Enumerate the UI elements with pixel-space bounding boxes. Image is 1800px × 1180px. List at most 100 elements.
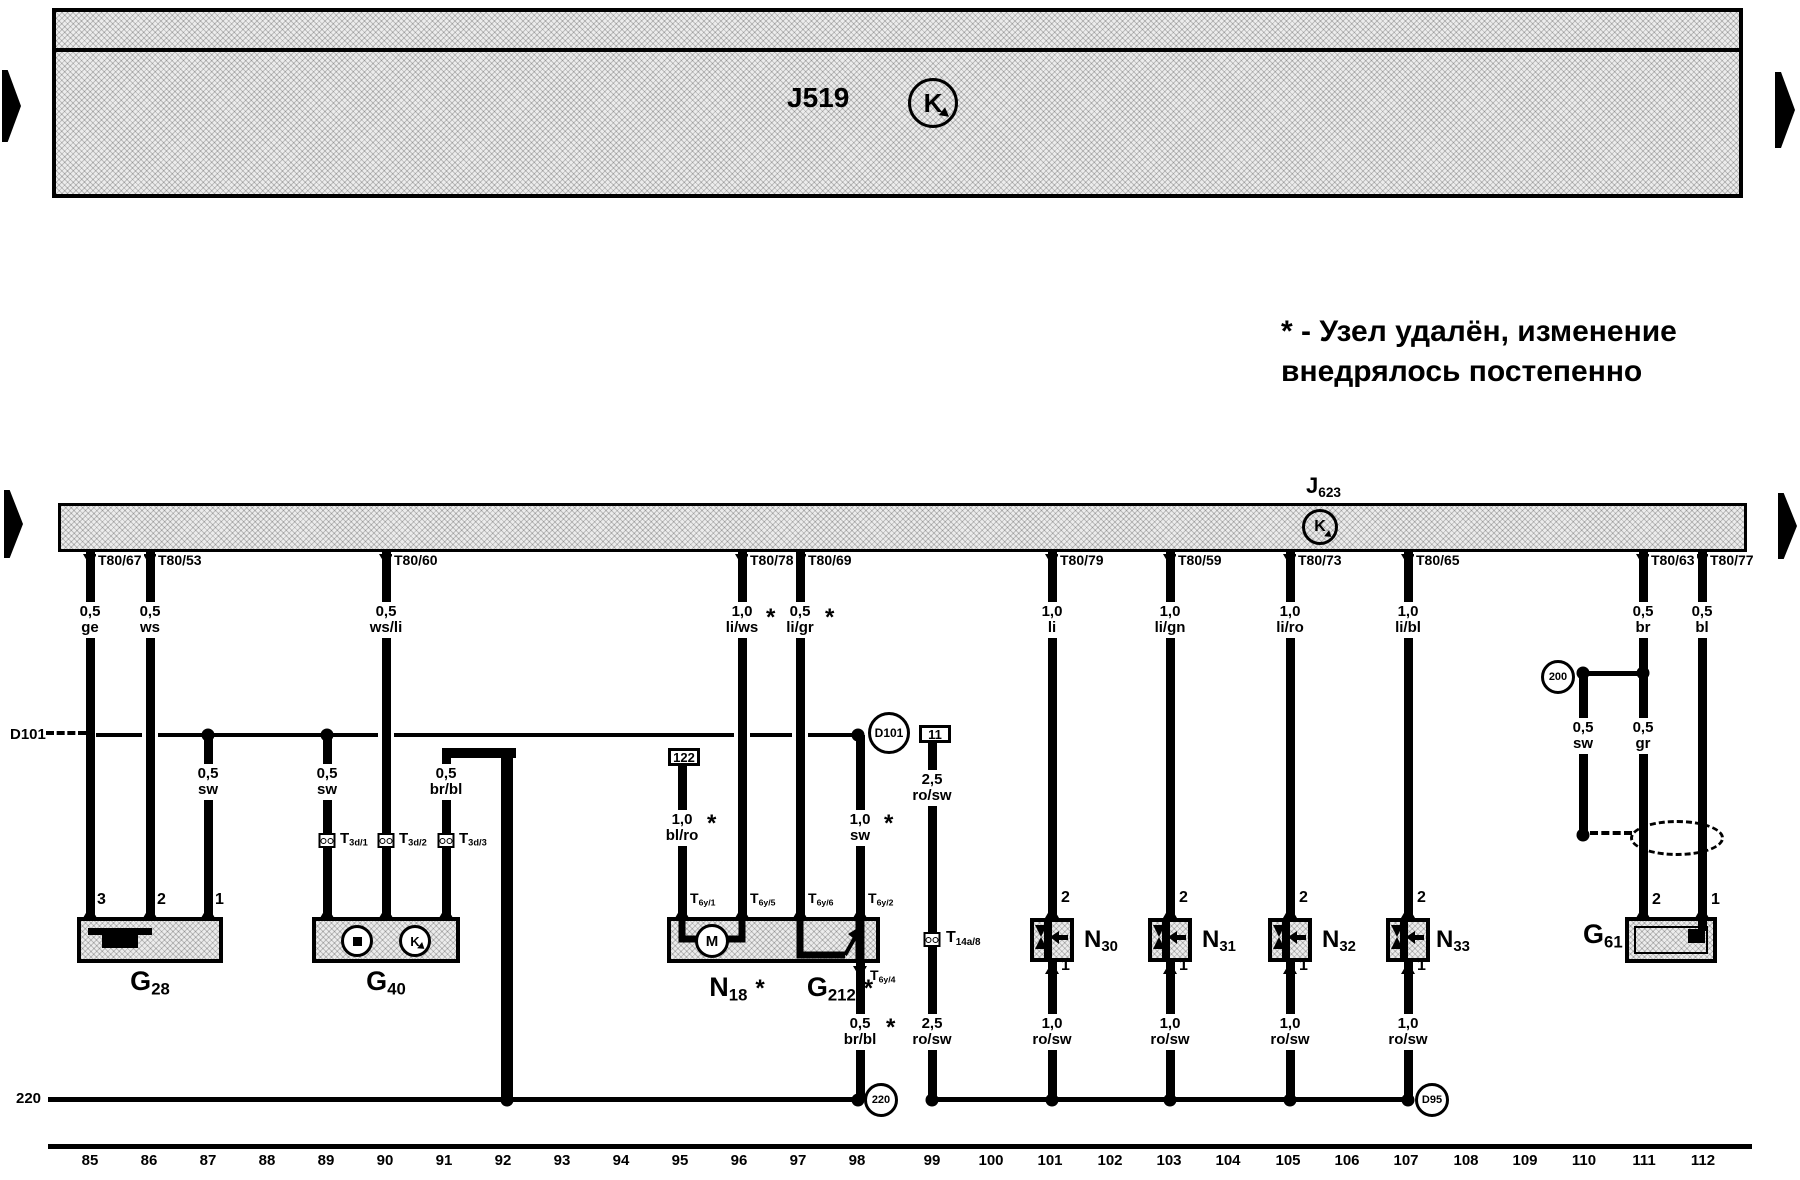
pin-number: 2	[1179, 889, 1188, 906]
j519-label: J519	[787, 82, 850, 113]
junction-dot	[1636, 666, 1650, 680]
arrow-up-icon	[83, 906, 97, 918]
wire-ws	[146, 552, 155, 917]
bus-220-name: 220	[16, 1090, 42, 1107]
ring-ref-d101: D101	[868, 712, 910, 754]
arrow-up-icon	[853, 906, 867, 918]
wire-li	[1048, 552, 1057, 918]
continuation-arrow-right-mid-icon	[1778, 493, 1797, 559]
bus-d101-seg	[750, 733, 792, 737]
j623-main: J	[1306, 473, 1319, 498]
pin-label: T6y/5	[748, 891, 778, 911]
track-number: 88	[258, 1152, 276, 1169]
wire-ground-drop	[501, 748, 513, 1100]
wire-bl	[1698, 552, 1707, 917]
g61-sensor-icon	[1688, 929, 1705, 943]
track-number: 89	[317, 1152, 335, 1169]
track-number: 90	[376, 1152, 394, 1169]
connector-label: T3d/2	[397, 831, 429, 851]
g61-sensor-stub	[1698, 917, 1707, 931]
component-label-g61: G61	[1583, 919, 1623, 952]
pin-number: 1	[1299, 957, 1308, 974]
wire-ref-box-122: 122	[668, 748, 700, 766]
pin-number: 2	[1299, 889, 1308, 906]
component-label-n31: N31	[1202, 926, 1236, 956]
arrow-up-icon	[1283, 906, 1297, 918]
pin-label: T6y/6	[806, 891, 836, 911]
n18-motor-icon: M	[695, 924, 729, 958]
pin-number: 2	[1061, 889, 1070, 906]
k-letter: K	[410, 933, 420, 949]
track-number: 104	[1215, 1152, 1241, 1169]
pin-number: 1	[1179, 957, 1188, 974]
terminal-label: T80/53	[156, 552, 204, 568]
track-number: 105	[1275, 1152, 1301, 1169]
wire-liro	[1286, 552, 1295, 918]
wire-lign	[1166, 552, 1175, 918]
arrow-down-icon	[1283, 554, 1297, 566]
track-number: 100	[978, 1152, 1004, 1169]
k-diagnostic-icon-j623: K	[1302, 509, 1338, 545]
asterisk-mark: *	[884, 810, 894, 837]
track-number: 99	[923, 1152, 941, 1169]
continuation-arrow-left-mid-icon	[4, 490, 23, 558]
wire-ligr	[796, 552, 805, 917]
track-number: 93	[553, 1152, 571, 1169]
junction-dot	[201, 728, 215, 742]
pin-label: T6y/1	[688, 891, 718, 911]
pin-number: 1	[1061, 957, 1070, 974]
arrow-down-icon	[143, 554, 157, 566]
k-letter: K	[923, 87, 943, 118]
g28-sensor-icon	[88, 928, 152, 935]
terminal-label: T80/67	[96, 552, 144, 568]
valve-icon	[1153, 918, 1186, 962]
hall-dot-icon	[352, 936, 362, 946]
junction-dot	[925, 1093, 939, 1107]
junction-dot	[1576, 666, 1590, 680]
pin-label: T6y/2	[866, 891, 896, 911]
wire-wsli	[382, 552, 391, 917]
bus-d101-dash	[46, 731, 86, 735]
component-label-n30: N30	[1084, 926, 1118, 956]
arrow-down-icon	[1045, 554, 1059, 566]
arrow-up-icon	[1401, 906, 1415, 918]
wire-rosw-main	[928, 743, 937, 1100]
module-box-j519	[52, 8, 1743, 198]
valve-icon	[1273, 918, 1306, 962]
arrow-up-icon	[1045, 906, 1059, 918]
g61-inner-outline	[1634, 926, 1708, 954]
wire-liws	[738, 552, 747, 917]
wire-branch-200	[1583, 671, 1643, 676]
asterisk-mark: *	[886, 1014, 896, 1041]
terminal-label: T80/60	[392, 552, 440, 568]
wire-sw-g40	[323, 735, 332, 917]
bus-d101-seg	[808, 733, 860, 737]
track-number: 98	[848, 1152, 866, 1169]
arrow-up-icon	[1636, 906, 1650, 918]
arrow-up-icon	[793, 906, 807, 918]
junction-dot	[1401, 1093, 1415, 1107]
track-number: 101	[1037, 1152, 1063, 1169]
pin-number: 1	[1417, 957, 1426, 974]
terminal-label: T80/78	[748, 552, 796, 568]
arrow-up-icon	[143, 906, 157, 918]
pin-number: 1	[215, 891, 224, 908]
j623-sub: 623	[1318, 484, 1341, 500]
track-number: 85	[81, 1152, 99, 1169]
track-number: 106	[1334, 1152, 1360, 1169]
connector-t3d1-icon	[318, 833, 336, 848]
wire-libl	[1404, 552, 1413, 918]
arrow-down-icon	[1695, 554, 1709, 566]
track-number: 94	[612, 1152, 630, 1169]
bus-d101-seg	[158, 733, 378, 737]
